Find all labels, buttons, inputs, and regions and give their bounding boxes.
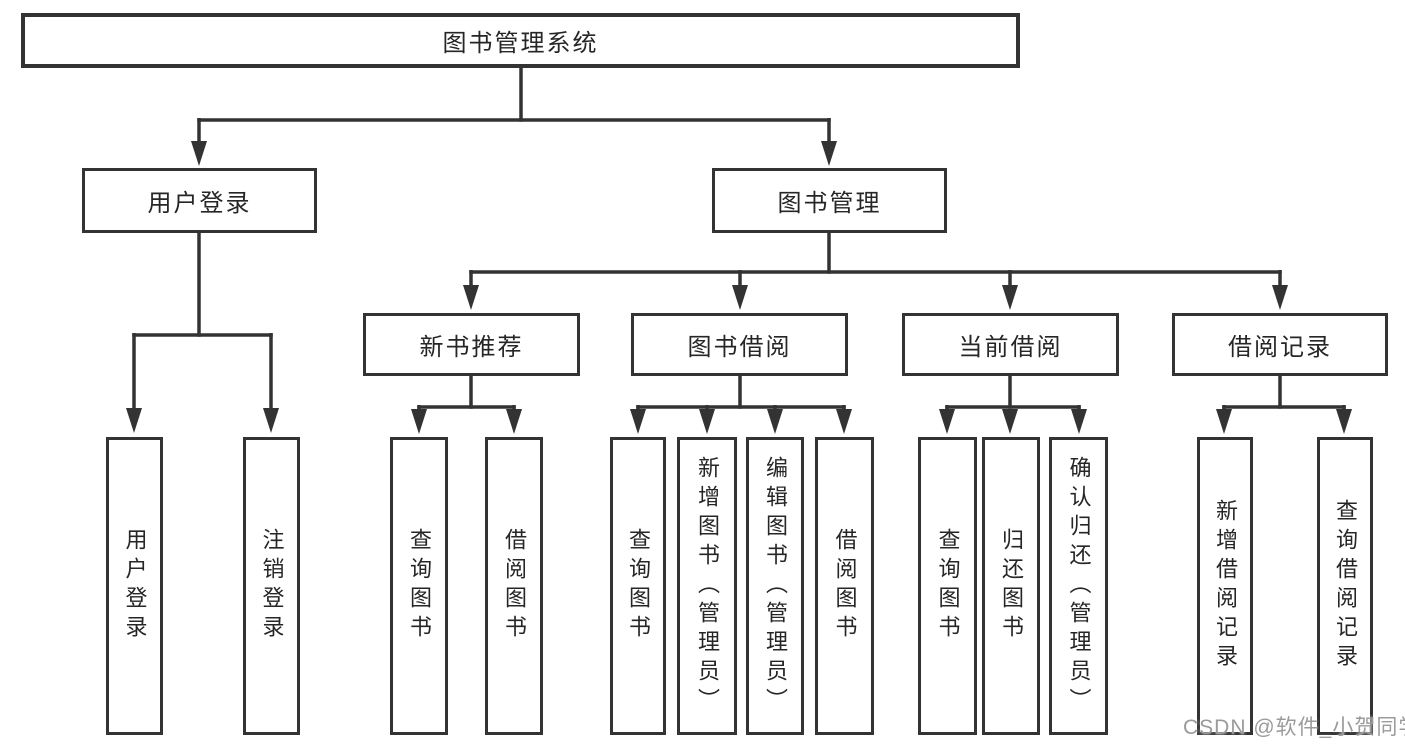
leaf-query-books-2: 查询图书 bbox=[610, 437, 666, 735]
leaf-borrow-books-1: 借阅图书 bbox=[485, 437, 543, 735]
node-label: 借阅记录 bbox=[1228, 334, 1332, 361]
node-label: 用户登录 bbox=[147, 190, 252, 217]
node-label: 新增借阅记录 bbox=[1213, 499, 1238, 673]
node-borrow-record: 借阅记录 bbox=[1172, 313, 1388, 376]
node-label: 查询图书 bbox=[626, 528, 651, 644]
node-new-book-recommend: 新书推荐 bbox=[363, 313, 580, 376]
connector-currentborrow-to-leaves bbox=[945, 376, 1081, 414]
leaf-user-login: 用户登录 bbox=[106, 437, 163, 735]
node-label: 查询借阅记录 bbox=[1333, 499, 1358, 673]
connector-userlogin-to-leaves bbox=[132, 233, 273, 412]
connector-bookmgmt-to-l3 bbox=[469, 233, 1282, 290]
node-label: 注销登录 bbox=[259, 528, 285, 644]
leaf-query-books-3: 查询图书 bbox=[918, 437, 977, 735]
leaf-return-book: 归还图书 bbox=[982, 437, 1040, 735]
node-current-borrow: 当前借阅 bbox=[902, 313, 1119, 376]
node-user-login: 用户登录 bbox=[82, 168, 317, 233]
node-book-management: 图书管理 bbox=[712, 168, 947, 233]
connector-bookborrow-to-leaves bbox=[636, 376, 846, 414]
leaf-confirm-return-admin: 确认归还（管理员） bbox=[1049, 437, 1108, 735]
node-label: 借阅图书 bbox=[832, 528, 858, 644]
node-label: 归还图书 bbox=[999, 528, 1024, 644]
node-book-borrow: 图书借阅 bbox=[631, 313, 848, 376]
leaf-add-borrow-record: 新增借阅记录 bbox=[1197, 437, 1253, 735]
node-system-root: 图书管理系统 bbox=[21, 13, 1020, 68]
leaf-logout: 注销登录 bbox=[243, 437, 300, 735]
node-label: 确认归还（管理员） bbox=[1066, 455, 1092, 717]
leaf-query-borrow-record: 查询借阅记录 bbox=[1317, 437, 1373, 735]
leaf-borrow-books-2: 借阅图书 bbox=[815, 437, 874, 735]
node-label: 图书管理 bbox=[777, 190, 882, 217]
node-label: 借阅图书 bbox=[502, 528, 527, 644]
node-label: 编辑图书（管理员） bbox=[763, 455, 788, 717]
csdn-watermark: CSDN @软件_小贺同学 bbox=[1183, 716, 1405, 739]
node-label: 用户登录 bbox=[122, 528, 148, 644]
node-label: 查询图书 bbox=[935, 528, 961, 644]
connector-borrowrecord-to-leaves bbox=[1222, 376, 1346, 414]
leaf-query-books-1: 查询图书 bbox=[390, 437, 448, 735]
connector-newbook-to-leaves bbox=[417, 376, 516, 414]
node-label: 新增图书（管理员） bbox=[695, 455, 720, 717]
connector-root-to-l2 bbox=[197, 67, 831, 142]
node-label: 查询图书 bbox=[407, 528, 432, 644]
arrowheads bbox=[126, 141, 1352, 434]
node-label: 图书借阅 bbox=[687, 334, 792, 361]
node-label: 图书管理系统 bbox=[442, 30, 599, 57]
node-label: 当前借阅 bbox=[958, 334, 1063, 361]
leaf-add-book-admin: 新增图书（管理员） bbox=[677, 437, 737, 735]
node-label: 新书推荐 bbox=[419, 334, 524, 361]
leaf-edit-book-admin: 编辑图书（管理员） bbox=[746, 437, 804, 735]
